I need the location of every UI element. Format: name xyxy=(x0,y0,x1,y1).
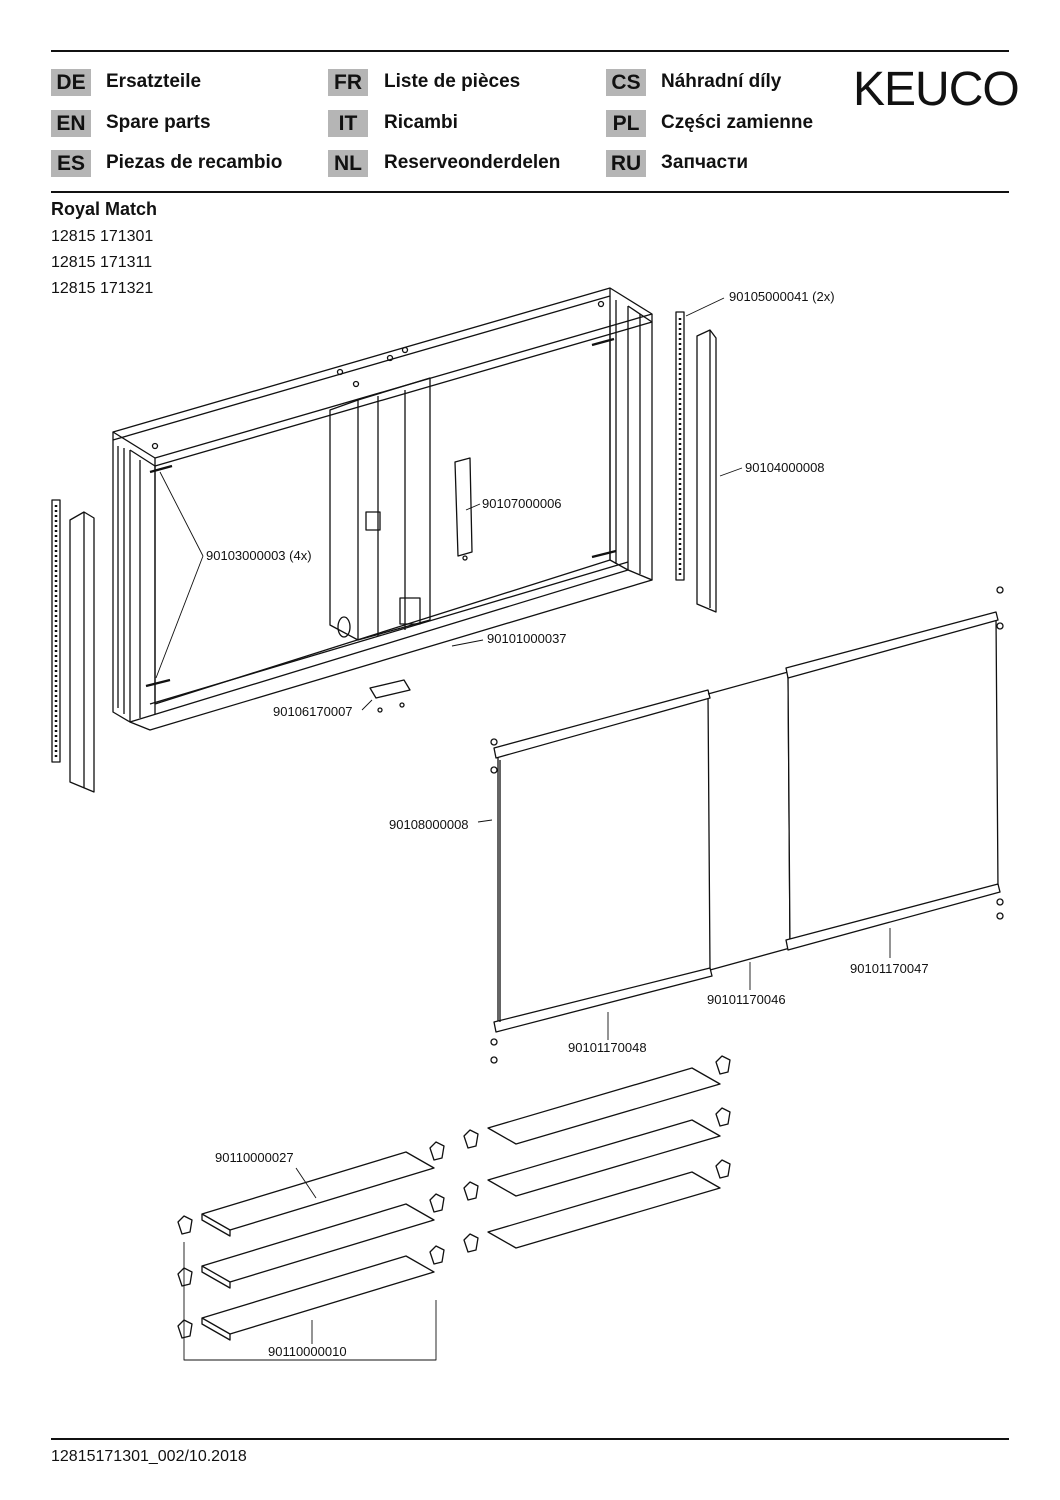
lang-code-nl: NL xyxy=(328,150,368,177)
shelves-left xyxy=(201,1151,435,1341)
lang-code-cs: CS xyxy=(606,69,646,96)
callout-90101170047: 90101170047 xyxy=(850,961,929,976)
product-title: Royal Match xyxy=(51,199,158,219)
lang-label-ru: Запчасти xyxy=(661,152,749,173)
callout-90101170048: 90101170048 xyxy=(568,1040,647,1055)
callout-90103000003: 90103000003 (4x) xyxy=(206,548,312,563)
lang-code-pl: PL xyxy=(606,110,646,137)
callout-90106170007: 90106170007 xyxy=(273,704,353,719)
mirror-doors xyxy=(490,586,1004,1064)
callout-90101000037: 90101000037 xyxy=(487,631,567,646)
footer-doc-id: 12815171301_002/10.2018 xyxy=(51,1448,247,1465)
top-rule xyxy=(51,50,1009,52)
lang-label-nl: Reserveonderdelen xyxy=(384,152,561,173)
shelves-right xyxy=(487,1067,721,1249)
lang-label-es: Piezas de recambio xyxy=(106,152,283,173)
brand-logo: KEUCO xyxy=(853,63,1020,116)
lang-label-de: Ersatzteile xyxy=(106,71,202,92)
header-bottom-rule xyxy=(51,191,1009,193)
model-number-3: 12815 171321 xyxy=(51,280,154,297)
lang-code-de: DE xyxy=(51,69,91,96)
callout-90101170046: 90101170046 xyxy=(707,992,786,1007)
lang-code-es: ES xyxy=(51,150,91,177)
lang-label-pl: Części zamienne xyxy=(661,112,814,133)
lang-code-fr: FR xyxy=(328,69,368,96)
cabinet-body xyxy=(112,287,653,731)
callout-90107000006: 90107000006 xyxy=(482,496,562,511)
lang-label-fr: Liste de pièces xyxy=(384,71,521,92)
lang-code-en: EN xyxy=(51,110,91,137)
callout-90104000008: 90104000008 xyxy=(745,460,825,475)
callout-90110000027: 90110000027 xyxy=(215,1150,294,1165)
callout-90108000008: 90108000008 xyxy=(389,817,469,832)
footer-rule xyxy=(51,1438,1009,1440)
left-strips xyxy=(51,499,95,793)
leader-lines xyxy=(155,297,891,1344)
model-number-2: 12815 171311 xyxy=(51,254,153,271)
model-number-1: 12815 171301 xyxy=(51,228,154,245)
lang-label-cs: Náhradní díly xyxy=(661,71,782,92)
lang-label-en: Spare parts xyxy=(106,112,211,133)
shelf-supports xyxy=(177,1055,731,1361)
lang-code-it: IT xyxy=(328,110,368,137)
lang-code-ru: RU xyxy=(606,150,646,177)
callout-90105000041: 90105000041 (2x) xyxy=(729,289,835,304)
lang-label-it: Ricambi xyxy=(384,112,458,133)
callout-90110000010: 90110000010 xyxy=(268,1344,347,1359)
right-strips xyxy=(675,311,717,613)
